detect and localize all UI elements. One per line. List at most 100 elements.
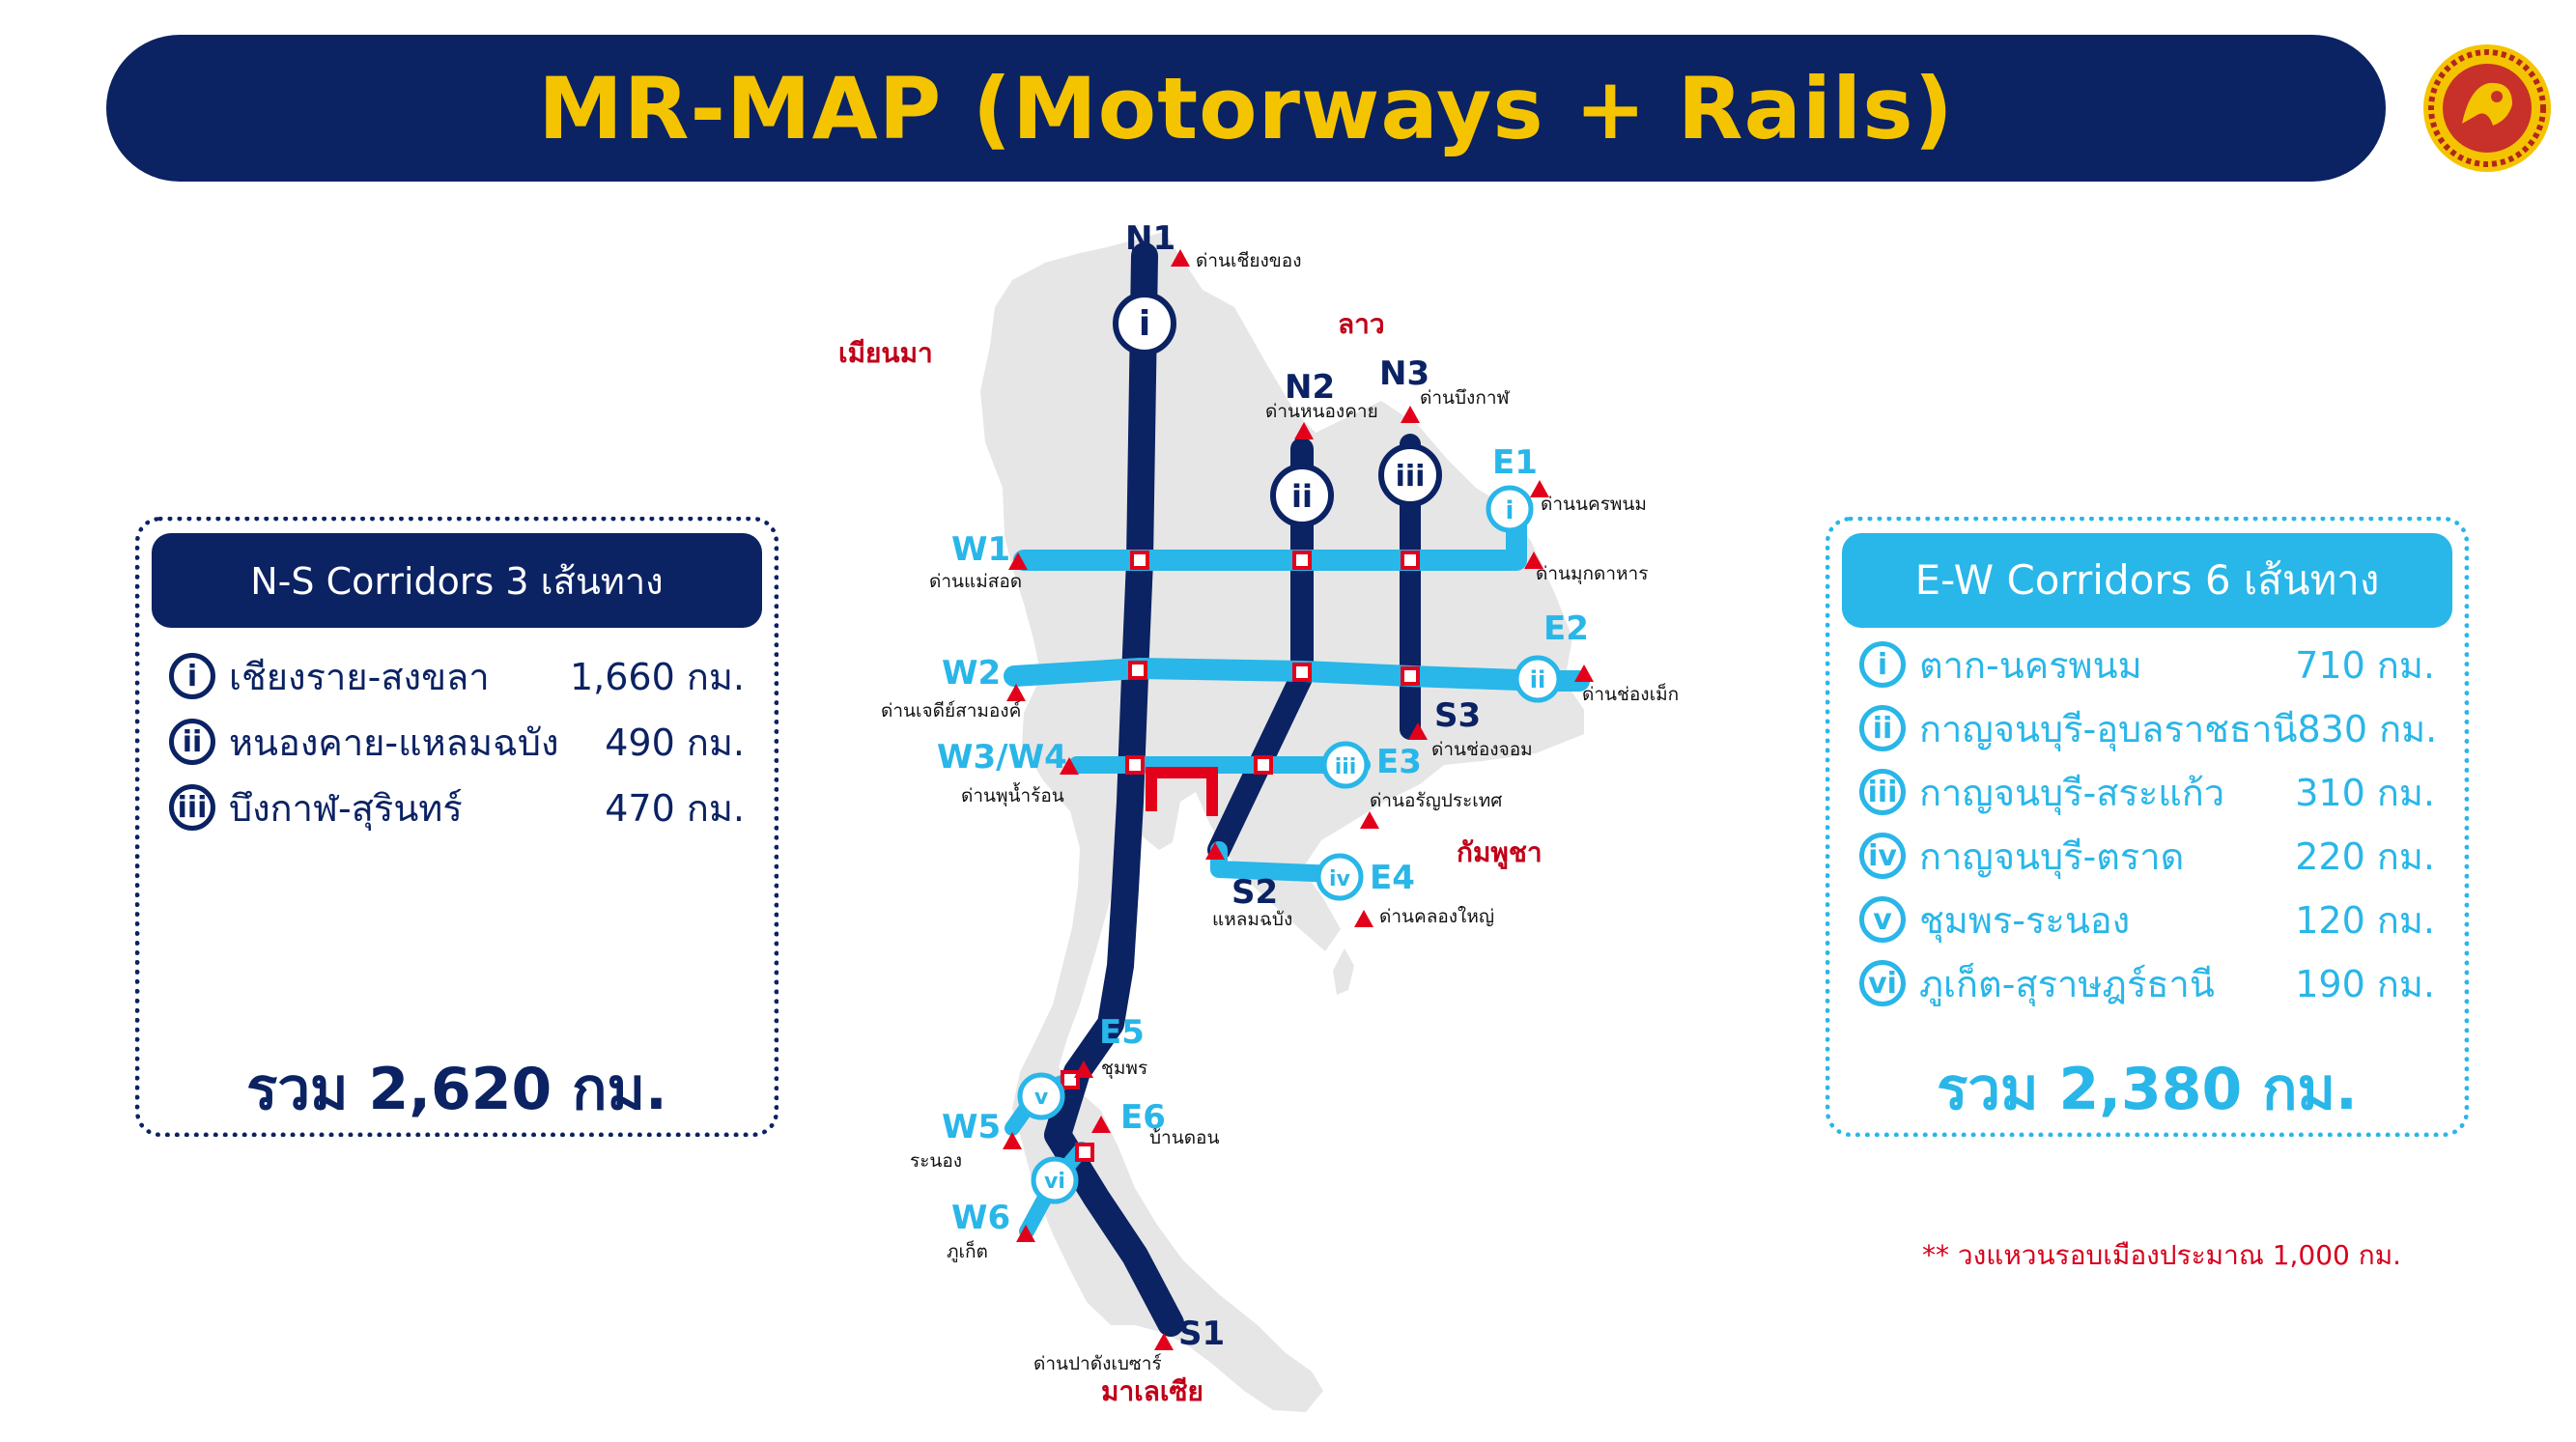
- ew-row-badge: vi: [1859, 960, 1906, 1006]
- ew-row-name: ภูเก็ต-สุราษฎร์ธานี: [1919, 962, 2215, 1005]
- corridor-w1-e1: [1013, 516, 1527, 571]
- checkpoint-label-phuket: ภูเก็ต: [947, 1239, 988, 1262]
- checkpoint-phuket-icon: [1016, 1225, 1035, 1242]
- country-label-laos: ลาว: [1338, 308, 1385, 340]
- checkpoint-chaloem-icon: [1006, 684, 1026, 701]
- ew-row-distance: 220 กม.: [2295, 834, 2435, 878]
- ew-corridors-panel: E-W Corridors 6 เส้นทาง i ตาก-นครพนม 710…: [1826, 517, 2469, 1137]
- ew-row-ii: ii กาญจนบุรี-อุบลราชธานี 830 กม.: [1859, 699, 2437, 757]
- badge-e4-iv: iv: [1316, 853, 1364, 901]
- ew-row-name: ตาก-นครพนม: [1919, 643, 2142, 687]
- ew-row-distance: 710 กม.: [2295, 643, 2435, 687]
- svg-text:iii: iii: [1335, 755, 1357, 779]
- ns-row-badge: iii: [169, 784, 215, 831]
- ew-row-badge: ii: [1859, 705, 1906, 751]
- badge-n2-ii: ii: [1270, 464, 1334, 527]
- corridor-n1-s1: [1044, 242, 1184, 1337]
- checkpoint-label-chong-chom: ด่านช่องจอม: [1431, 739, 1533, 760]
- checkpoint-label-phu-nam-ron: ด่านพุน้ำร้อน: [961, 782, 1064, 807]
- badge-e6-vi: vi: [1031, 1156, 1079, 1204]
- checkpoint-label-chong-mek: ด่านช่องเม็ก: [1582, 682, 1679, 705]
- svg-text:ii: ii: [1291, 478, 1313, 515]
- route-code-e5: E5: [1099, 1013, 1145, 1052]
- route-code-e2: E2: [1543, 609, 1589, 648]
- svg-text:v: v: [1034, 1086, 1049, 1110]
- country-label-cambodia: กัมพูชา: [1457, 836, 1543, 869]
- ew-row-name: กาญจนบุรี-ตราด: [1919, 834, 2185, 878]
- ew-row-badge: i: [1859, 641, 1906, 688]
- ew-row-iii: iii กาญจนบุรี-สระแก้ว 310 กม.: [1859, 763, 2435, 821]
- route-code-e1: E1: [1492, 443, 1538, 482]
- checkpoint-laem-chabang-icon: [1205, 842, 1225, 860]
- ew-total: รวม 2,380 กม.: [1937, 1056, 2358, 1123]
- checkpoint-phu-nam-ron-icon: [1060, 757, 1079, 775]
- page-title: MR-MAP (Motorways + Rails): [538, 58, 1954, 158]
- ew-row-name: ชุมพร-ระนอง: [1919, 898, 2131, 942]
- junction-e5: [1061, 1070, 1080, 1089]
- ns-panel-title: N-S Corridors 3 เส้นทาง: [152, 533, 762, 628]
- country-label-malaysia: มาเลเซีย: [1101, 1375, 1203, 1407]
- ew-row-name: กาญจนบุรี-อุบลราชธานี: [1919, 707, 2298, 750]
- checkpoint-nong-khai-icon: [1294, 422, 1314, 439]
- junction-w1-n1: [1130, 551, 1149, 570]
- checkpoint-label-bueng-kan: ด่านบึงกาฬ: [1420, 387, 1511, 409]
- junction-w3-n1: [1125, 755, 1145, 775]
- route-code-n3: N3: [1379, 354, 1430, 393]
- checkpoint-mae-sot-icon: [1008, 552, 1028, 570]
- ns-row-distance: 1,660 กม.: [569, 655, 745, 698]
- badge-e5-v: v: [1017, 1072, 1065, 1120]
- route-code-n1: N1: [1125, 219, 1175, 258]
- junction-w2-n2: [1292, 663, 1312, 682]
- checkpoint-chong-chom-icon: [1408, 722, 1428, 740]
- ns-row-name: บึงกาฬ-สุรินทร์: [229, 786, 463, 830]
- ns-row-distance: 470 กม.: [605, 786, 745, 830]
- checkpoint-aranyaprathet-icon: [1360, 811, 1379, 829]
- checkpoint-chiang-khong-icon: [1171, 249, 1190, 267]
- ew-row-i: i ตาก-นครพนม 710 กม.: [1859, 636, 2435, 693]
- route-code-n2: N2: [1285, 368, 1335, 407]
- checkpoint-khlong-yai-icon: [1354, 910, 1373, 927]
- checkpoint-padang-besar-icon: [1154, 1333, 1174, 1350]
- route-code-w2: W2: [942, 654, 1001, 693]
- junction-w1-n2: [1292, 551, 1312, 570]
- checkpoint-ranong-icon: [1003, 1132, 1022, 1149]
- checkpoint-ban-don-icon: [1091, 1116, 1111, 1133]
- ns-row-ii: ii หนองคาย-แหลมฉบัง 490 กม.: [169, 713, 745, 771]
- country-label-myanmar: เมียนมา: [838, 337, 933, 369]
- ew-row-distance: 120 กม.: [2295, 898, 2435, 942]
- svg-text:i: i: [1139, 304, 1150, 344]
- junction-w3-n2: [1254, 755, 1273, 775]
- route-code-w6: W6: [951, 1199, 1010, 1237]
- checkpoint-label-chumphon: ชุมพร: [1101, 1058, 1147, 1080]
- badge-e2-ii: ii: [1514, 655, 1562, 703]
- route-code-e3: E3: [1376, 743, 1422, 781]
- checkpoint-label-ranong: ระนอง: [910, 1150, 962, 1172]
- rail-link-red: [1146, 767, 1218, 816]
- route-code-s2: S2: [1231, 873, 1278, 912]
- badge-e1-i: i: [1486, 485, 1534, 533]
- checkpoint-chong-mek-icon: [1574, 664, 1594, 682]
- ew-panel-title: E-W Corridors 6 เส้นทาง: [1842, 533, 2452, 628]
- checkpoint-mukdahan-icon: [1524, 551, 1543, 569]
- ns-row-badge: i: [169, 653, 215, 699]
- badge-e3-iii: iii: [1321, 741, 1370, 789]
- route-code-w3w4: W3/W4: [937, 738, 1067, 777]
- checkpoint-label-nong-khai: ด่านหนองคาย: [1265, 401, 1378, 422]
- ns-row-badge: ii: [169, 719, 215, 765]
- ew-row-name: กาญจนบุรี-สระแก้ว: [1919, 771, 2225, 814]
- ew-row-badge: iii: [1859, 769, 1906, 815]
- route-code-e4: E4: [1370, 859, 1415, 897]
- checkpoint-nakhon-phanom-icon: [1530, 480, 1549, 497]
- ew-row-distance: 190 กม.: [2295, 962, 2435, 1005]
- ew-row-badge: iv: [1859, 833, 1906, 879]
- junction-w1-n3: [1401, 551, 1420, 570]
- checkpoint-label-laem-chabang: แหลมฉบัง: [1212, 909, 1292, 930]
- corridor-n1-cap: [1132, 249, 1155, 288]
- svg-text:ii: ii: [1530, 666, 1545, 693]
- svg-text:i: i: [1506, 496, 1514, 525]
- title-banner: MR-MAP (Motorways + Rails): [106, 35, 2386, 182]
- svg-text:iii: iii: [1396, 460, 1426, 494]
- svg-text:iv: iv: [1329, 867, 1351, 891]
- checkpoint-chumphon-icon: [1074, 1060, 1093, 1078]
